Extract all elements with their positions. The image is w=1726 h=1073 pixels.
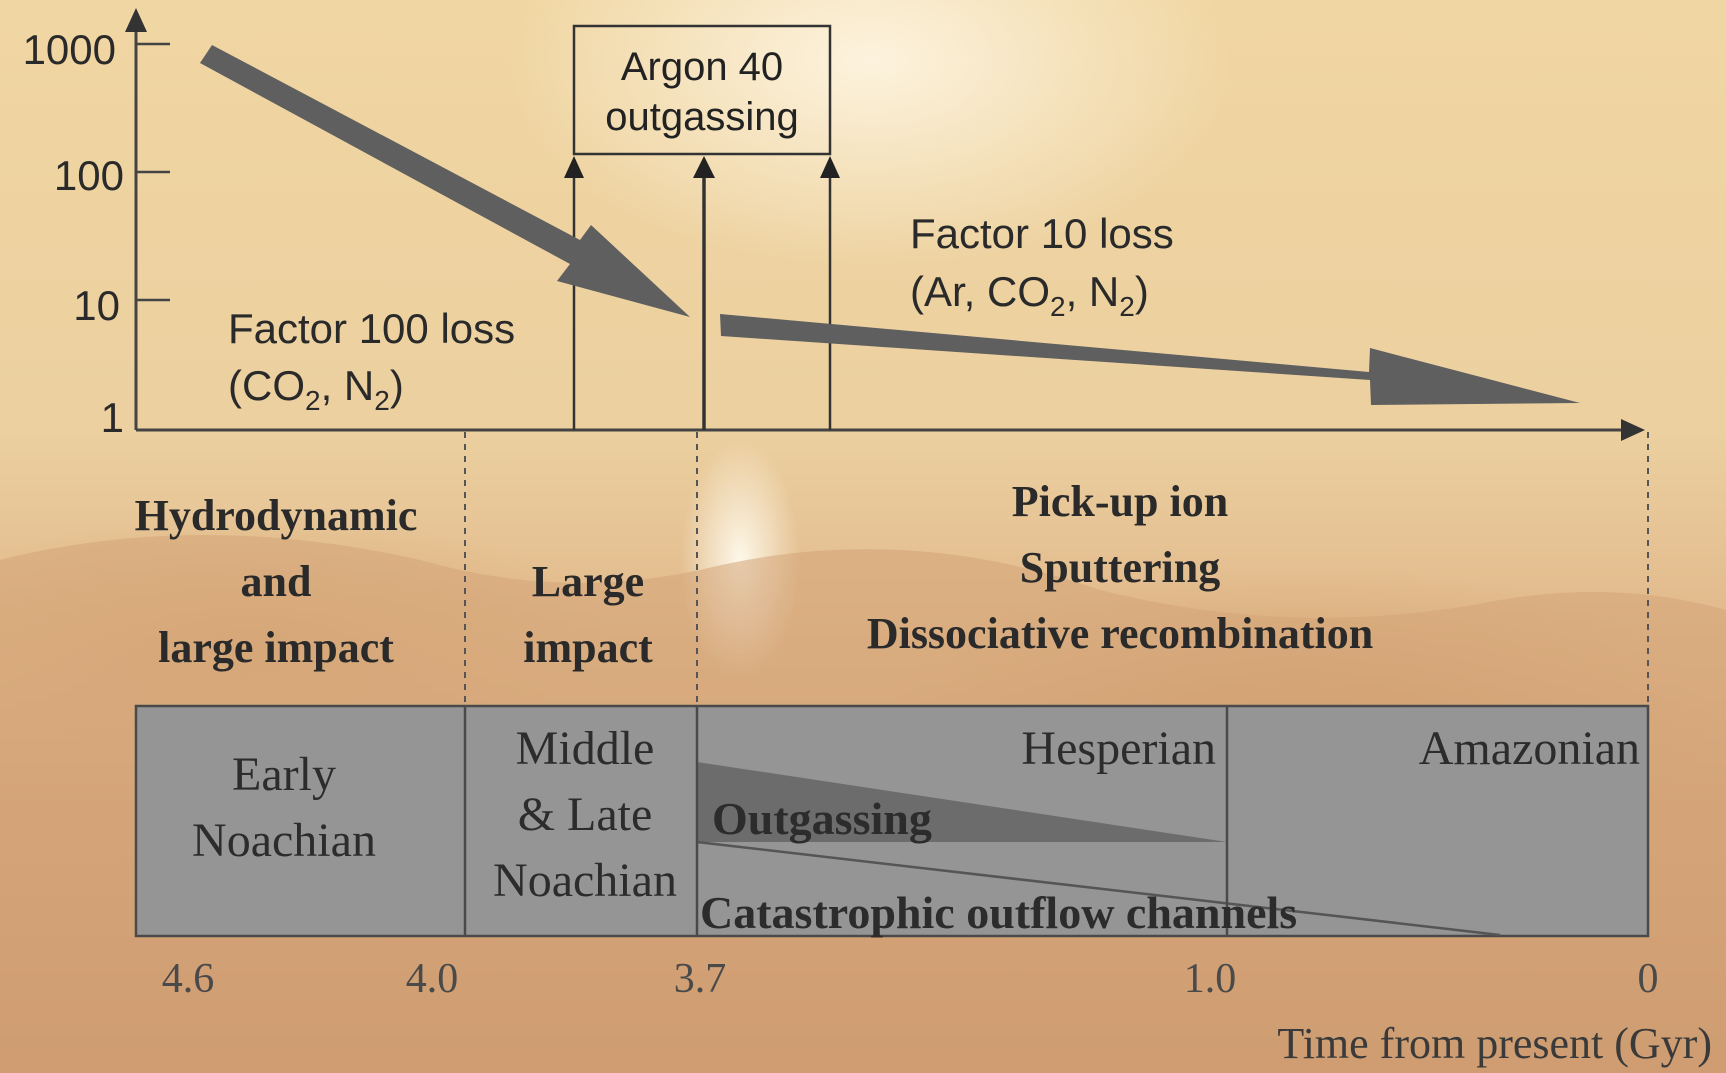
argon-box-line2: outgassing xyxy=(605,95,798,139)
time-tick-3-7: 3.7 xyxy=(674,956,727,1002)
argon-arrowhead-left xyxy=(564,156,584,178)
epoch-band: Early Noachian Middle & Late Noachian He… xyxy=(134,704,1650,938)
argon-arrowhead-right xyxy=(820,156,840,178)
y-tick-label-1000: 1000 xyxy=(23,26,116,73)
hydrodynamic-line3: large impact xyxy=(158,623,394,672)
hydrodynamic-line1: Hydrodynamic xyxy=(135,491,418,540)
argon-outgassing: Argon 40 outgassing xyxy=(564,24,840,430)
factor-10-loss-species: (Ar, CO2, N2) xyxy=(910,268,1149,322)
time-tick-1-0: 1.0 xyxy=(1184,956,1237,1002)
time-tick-4-6: 4.6 xyxy=(162,956,215,1002)
dissociative-recombination-label: Dissociative recombination xyxy=(867,609,1373,658)
y-tick-label-100: 100 xyxy=(54,152,124,199)
pickup-ion-label: Pick-up ion xyxy=(1012,477,1228,526)
time-axis-title: Time from present (Gyr) xyxy=(1277,1019,1712,1068)
factor-100-loss-title: Factor 100 loss xyxy=(228,305,515,352)
outgassing-wedge xyxy=(697,762,1227,842)
hydrodynamic-line2: and xyxy=(241,557,312,606)
middle-late-noachian-line2: & Late xyxy=(518,788,653,841)
hesperian-label: Hesperian xyxy=(1021,722,1216,775)
sputtering-label: Sputtering xyxy=(1020,543,1220,592)
early-noachian-line2: Noachian xyxy=(192,814,376,867)
factor-10-loss-title: Factor 10 loss xyxy=(910,210,1174,257)
outflow-wedge-edge xyxy=(696,840,1501,937)
middle-late-noachian-line3: Noachian xyxy=(493,854,677,907)
x-axis-arrowhead xyxy=(1621,419,1645,441)
factor-10-loss-arrow xyxy=(720,314,1580,405)
time-tick-4-0: 4.0 xyxy=(406,956,459,1002)
argon-arrowhead-middle xyxy=(693,156,715,178)
axes: 1000 100 10 1 xyxy=(23,8,1645,441)
time-tick-labels: 4.6 4.0 3.7 1.0 0 xyxy=(162,956,1659,1002)
time-tick-0: 0 xyxy=(1638,956,1659,1002)
y-tick-label-10: 10 xyxy=(73,282,120,329)
y-tick-label-1: 1 xyxy=(101,394,124,441)
mechanism-labels: Hydrodynamic and large impact Large impa… xyxy=(135,477,1374,672)
epoch-boundaries xyxy=(464,432,1649,706)
outgassing-label: Outgassing xyxy=(712,793,932,844)
outflow-label: Catastrophic outflow channels xyxy=(700,887,1297,938)
y-axis-arrowhead xyxy=(125,8,147,32)
large-impact-line2: impact xyxy=(523,623,653,672)
early-noachian-line1: Early xyxy=(232,748,336,801)
large-impact-line1: Large xyxy=(532,557,644,606)
argon-box xyxy=(572,24,832,156)
middle-late-noachian-line1: Middle xyxy=(516,722,655,775)
argon-box-line1: Argon 40 xyxy=(621,45,783,89)
factor-100-loss-species: (CO2, N2) xyxy=(228,362,404,416)
amazonian-label: Amazonian xyxy=(1419,722,1640,775)
factor-100-loss-arrow xyxy=(200,45,690,317)
